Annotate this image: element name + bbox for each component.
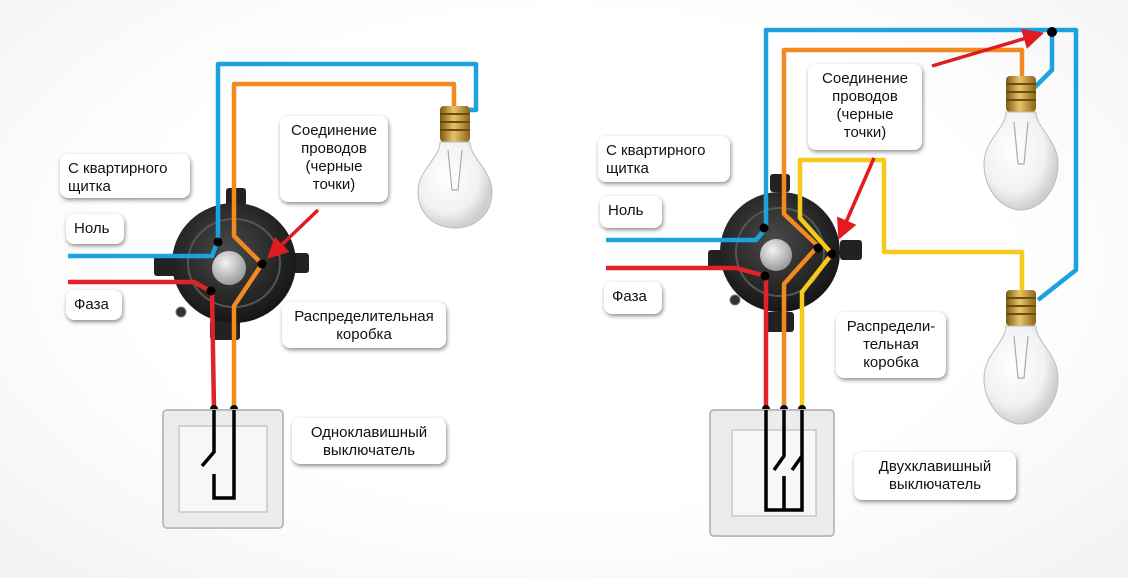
light-bulb-icon	[983, 290, 1059, 425]
wire-joint-dot	[206, 286, 216, 296]
label-switch: Одноклавишный выключатель	[292, 418, 446, 464]
wire-joint-dot	[213, 237, 223, 247]
wall-switch-icon	[709, 409, 835, 537]
wire-joint-dot	[813, 243, 823, 253]
phase-wire	[68, 279, 217, 411]
second-switched-wire	[797, 157, 1025, 410]
label-phase: Фаза	[604, 282, 662, 314]
red-arrow-icon	[837, 157, 876, 240]
label-from-panel: С квартирного щитка	[598, 136, 730, 182]
light-bulb-icon	[983, 76, 1059, 211]
label-junction-box: Распредели- тельная коробка	[836, 312, 946, 378]
neutral-wire	[68, 61, 479, 259]
switched-wire	[781, 47, 1025, 410]
wall-switch-icon	[162, 409, 284, 529]
red-arrow-icon	[931, 28, 1045, 68]
label-wire-joints: Соединение проводов (черные точки)	[280, 116, 388, 202]
switched-wire	[231, 81, 457, 410]
wire-joint-dot	[759, 223, 769, 233]
wire-joint-dot	[257, 259, 267, 269]
red-arrow-icon	[266, 208, 320, 259]
neutral-wire-bulb-1	[1032, 32, 1055, 90]
left-diagram	[68, 61, 493, 529]
label-neutral: Ноль	[66, 214, 124, 244]
label-from-panel: С квартирного щитка	[60, 154, 190, 198]
label-neutral: Ноль	[600, 196, 662, 228]
label-junction-box: Распределительная коробка	[282, 302, 446, 348]
neutral-wire	[606, 27, 1079, 302]
wire-joint-dot	[827, 249, 837, 259]
phase-wire	[606, 265, 769, 410]
wire-joint-dot	[1047, 27, 1057, 37]
label-phase: Фаза	[66, 290, 122, 320]
label-switch: Двухклавишный выключатель	[854, 452, 1016, 500]
light-bulb-icon	[417, 106, 493, 229]
right-diagram	[606, 27, 1079, 537]
label-wire-joints: Соединение проводов (черные точки)	[808, 64, 922, 150]
wire-joint-dot	[760, 271, 770, 281]
